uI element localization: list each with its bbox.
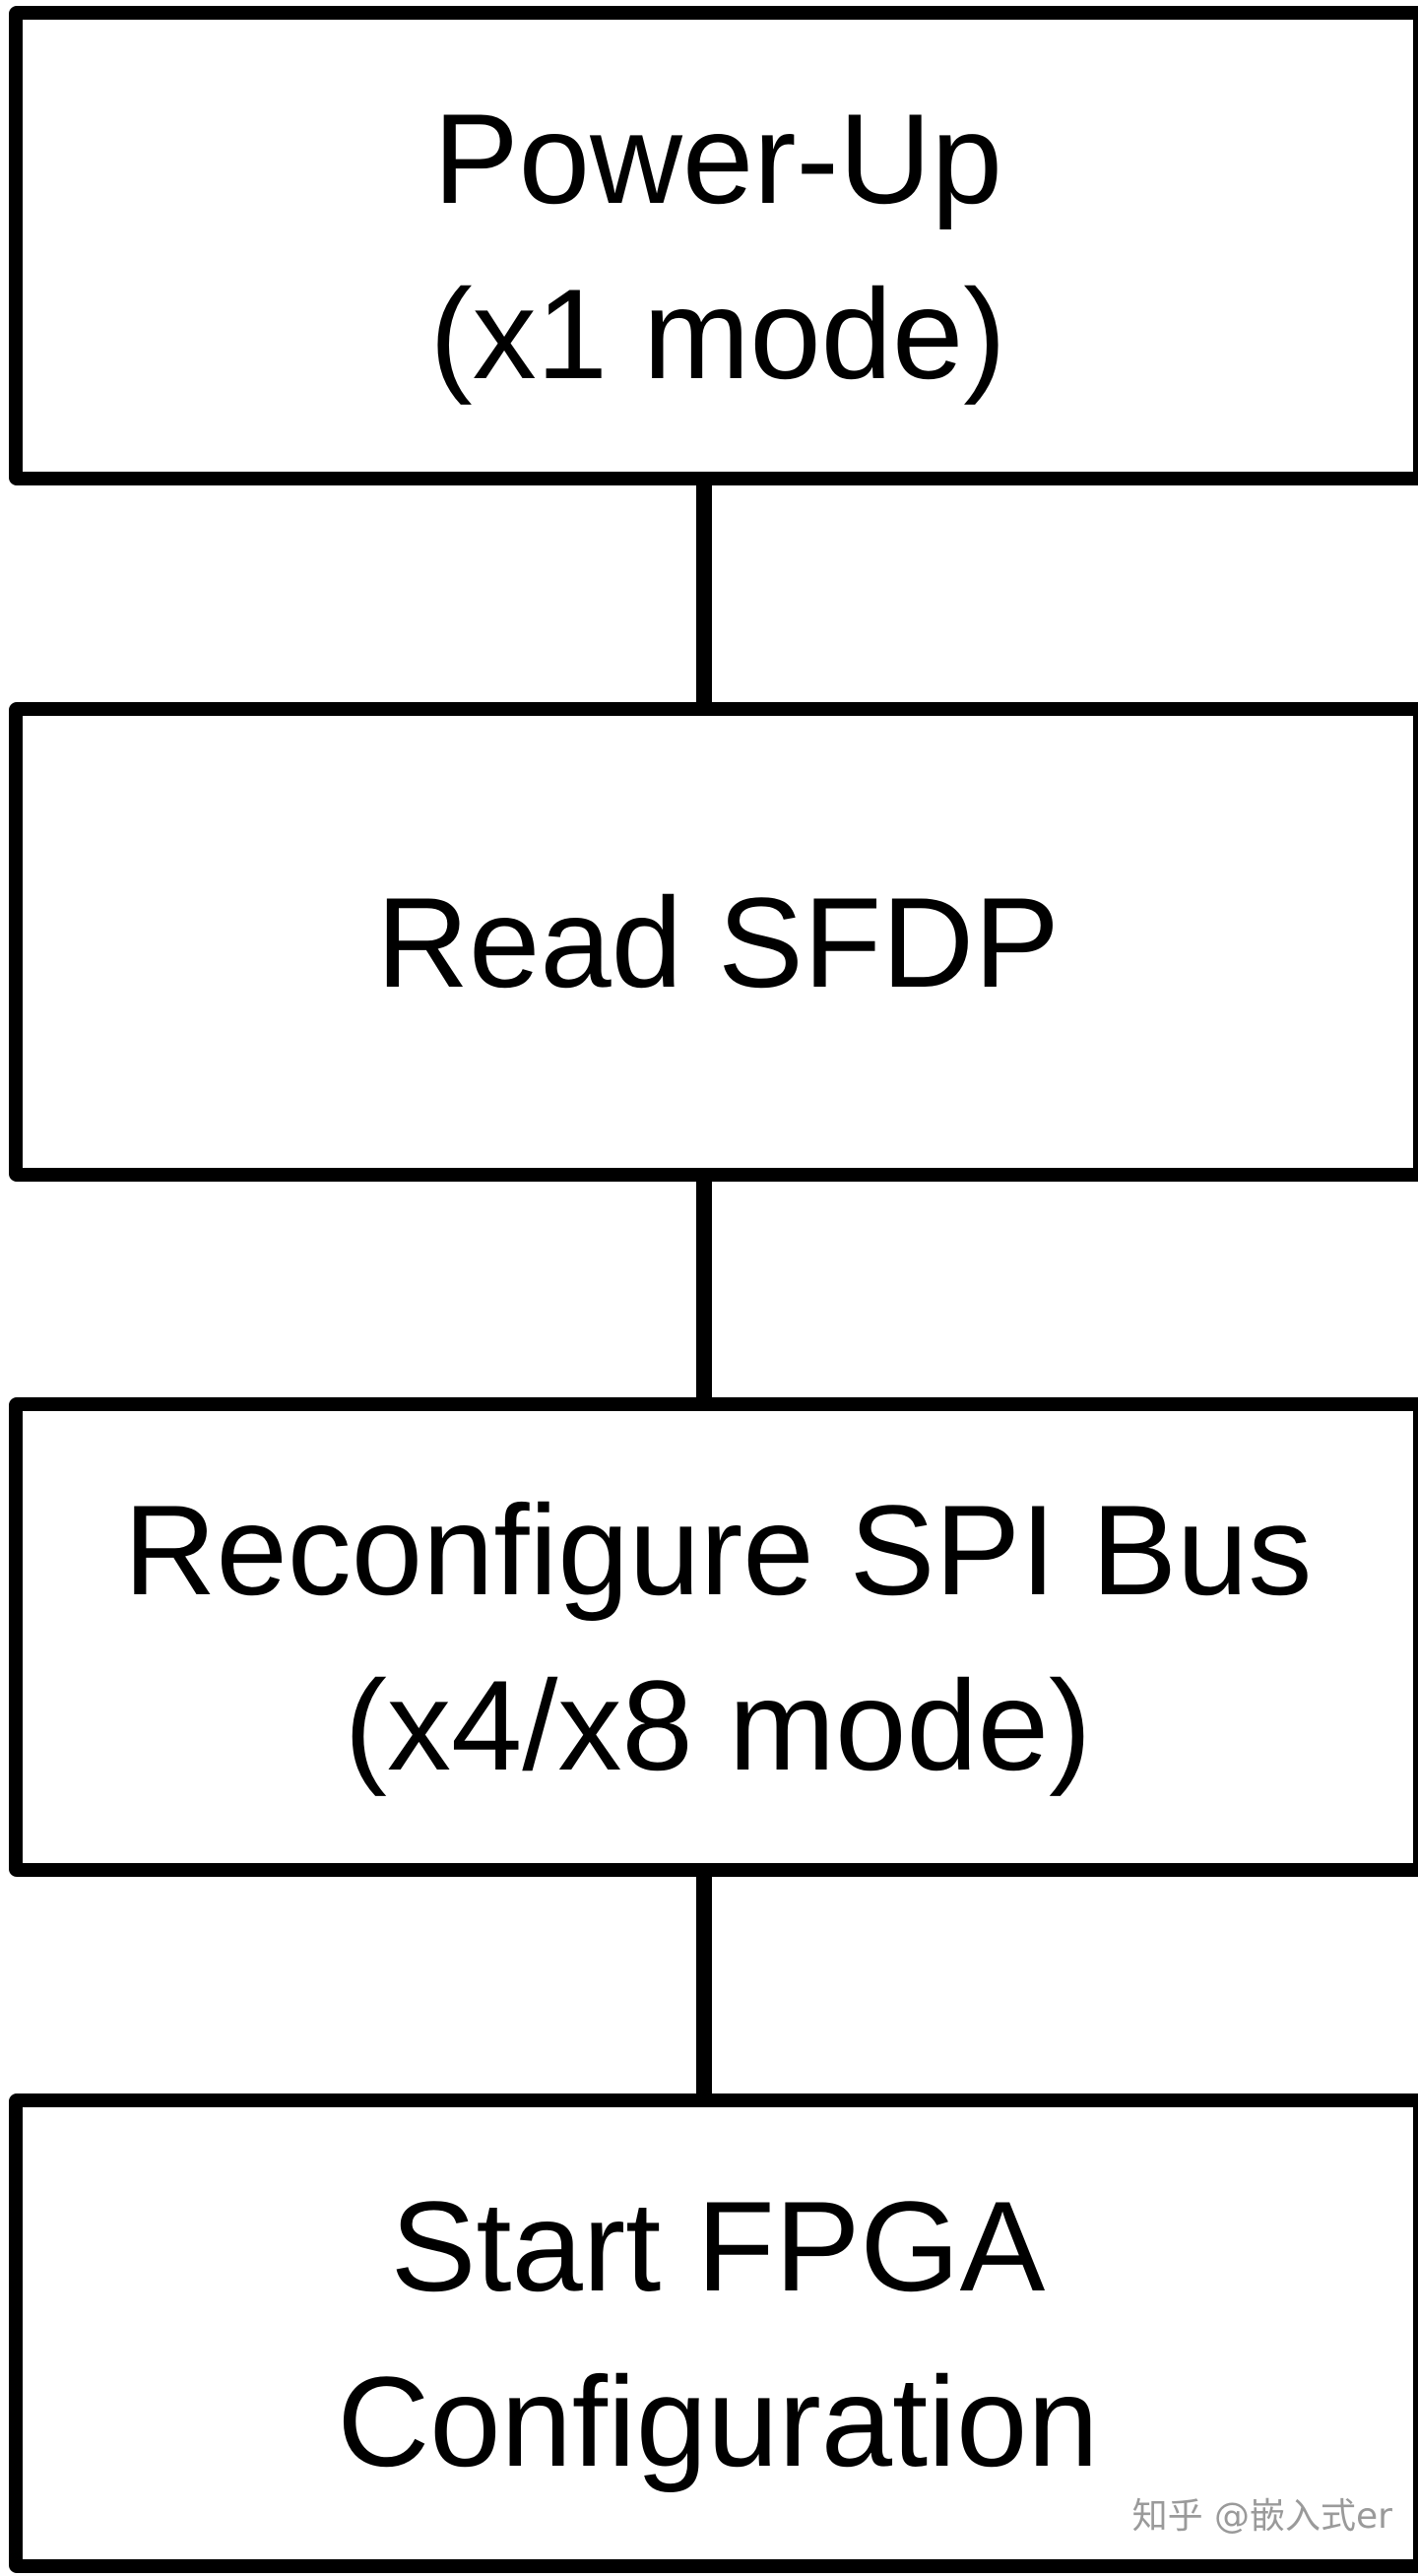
step-box-start-fpga-configuration: Start FPGA Configuration bbox=[9, 2093, 1418, 2573]
connector-line bbox=[696, 1182, 712, 1397]
step-label-line: Read SFDP bbox=[376, 869, 1060, 1014]
step-label-line: Configuration bbox=[337, 2349, 1099, 2493]
connector-line bbox=[696, 1877, 712, 2093]
step-label-line: Start FPGA bbox=[390, 2173, 1046, 2318]
step-box-reconfigure-spi-bus: Reconfigure SPI Bus (x4/x8 mode) bbox=[9, 1397, 1418, 1877]
connector-line bbox=[696, 485, 712, 702]
step-box-read-sfdp: Read SFDP bbox=[9, 702, 1418, 1182]
step-label-line: Power-Up bbox=[433, 86, 1002, 230]
step-label-line: (x1 mode) bbox=[429, 261, 1006, 406]
step-box-power-up: Power-Up (x1 mode) bbox=[9, 6, 1418, 485]
watermark-text: 知乎 @嵌入式er bbox=[1131, 2496, 1392, 2537]
step-label-line: Reconfigure SPI Bus bbox=[123, 1477, 1313, 1622]
step-label-line: (x4/x8 mode) bbox=[344, 1652, 1092, 1797]
